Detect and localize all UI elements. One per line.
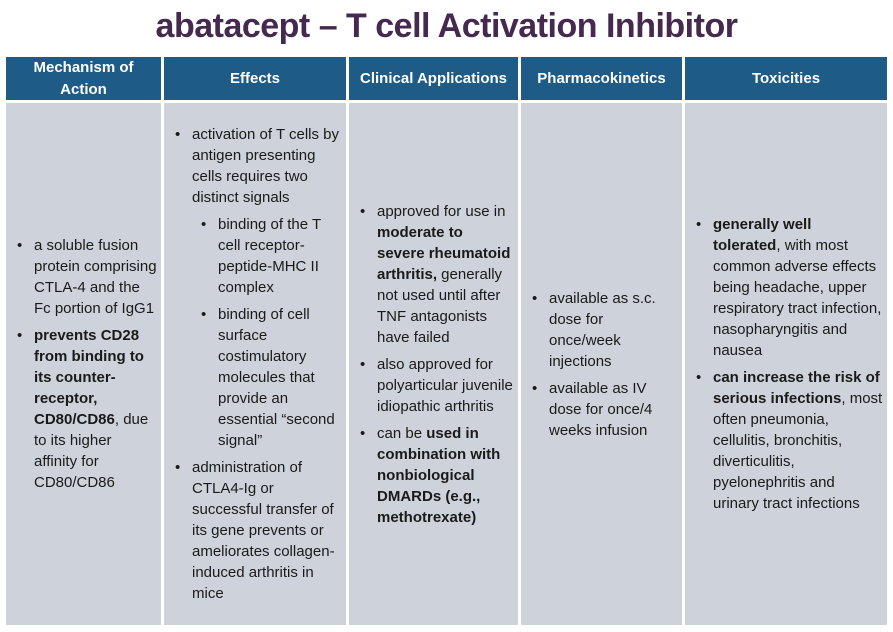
bullet-text: a soluble fusion protein comprising CTLA… xyxy=(34,237,157,317)
bullet-text: prevents CD28 from binding to its counte… xyxy=(34,327,149,491)
bullet-text: also approved for polyarticular juvenile… xyxy=(377,355,513,415)
column-header-pharmacokinetics: Pharmacokinetics xyxy=(521,57,682,100)
bullet-text: administration of CTLA4-Ig or successful… xyxy=(192,459,335,602)
bullet-text: approved for use in moderate to severe r… xyxy=(377,202,511,346)
bullet-item: • can increase the risk of serious infect… xyxy=(693,367,883,514)
bullet-text: available as s.c. dose for once/week inj… xyxy=(549,289,656,370)
bullet-icon: • xyxy=(360,424,366,442)
bullet-item: • also approved for polyarticular juvenil… xyxy=(357,354,514,417)
bullet-text: binding of the T cell receptor-peptide-M… xyxy=(218,216,321,296)
mechanism-of-action-list: • a soluble fusion protein comprising CTL… xyxy=(14,229,157,499)
bullet-icon: • xyxy=(532,289,538,307)
bullet-icon: • xyxy=(201,306,207,323)
cell-clinical-applications: • approved for use in moderate to severe … xyxy=(349,103,518,625)
bullet-item: • available as IV dose for once/4 weeks i… xyxy=(529,378,678,441)
bullet-item: • can be used in combination with nonbiol… xyxy=(357,423,514,528)
column-header-clinical-applications: Clinical Applications xyxy=(349,57,518,100)
column-header-effects: Effects xyxy=(164,57,346,100)
column-header-mechanism-of-action: Mechanism of Action xyxy=(6,57,161,100)
drug-info-table: Mechanism of Action Effects Clinical App… xyxy=(6,57,887,625)
bullet-text: activation of T cells by antigen present… xyxy=(192,126,340,206)
clinical-applications-list: • approved for use in moderate to severe … xyxy=(357,195,514,534)
bullet-icon: • xyxy=(696,369,702,386)
cell-effects: • activation of T cells by antigen presen… xyxy=(164,103,346,625)
bullet-text: can increase the risk of serious infecti… xyxy=(713,369,883,512)
bullet-item: • binding of cell surface costimulatory m… xyxy=(198,304,342,451)
bullet-text: binding of cell surface costimulatory mo… xyxy=(218,306,335,449)
bullet-item: • administration of CTLA4-Ig or successfu… xyxy=(172,457,342,604)
bullet-item: • available as s.c. dose for once/week in… xyxy=(529,288,678,372)
bullet-icon: • xyxy=(175,126,181,143)
bullet-item: • binding of the T cell receptor-peptide-… xyxy=(198,214,342,298)
bullet-icon: • xyxy=(360,355,366,373)
cell-mechanism-of-action: • a soluble fusion protein comprising CTL… xyxy=(6,103,161,625)
bullet-icon: • xyxy=(696,216,702,233)
cell-pharmacokinetics: • available as s.c. dose for once/week in… xyxy=(521,103,682,625)
effects-list: • activation of T cells by antigen presen… xyxy=(172,118,342,610)
bullet-icon: • xyxy=(532,379,538,397)
bullet-item: • a soluble fusion protein comprising CTL… xyxy=(14,235,157,319)
bullet-text: can be used in combination with nonbiolo… xyxy=(377,424,501,526)
bullet-icon: • xyxy=(17,237,23,254)
bullet-icon: • xyxy=(201,216,207,233)
bullet-text: generally well tolerated, with most comm… xyxy=(713,216,882,359)
bullet-icon: • xyxy=(360,202,366,220)
bullet-icon: • xyxy=(175,459,181,476)
cell-toxicities: • generally well tolerated, with most com… xyxy=(685,103,887,625)
bullet-text: available as IV dose for once/4 weeks in… xyxy=(549,379,653,439)
bullet-item: • activation of T cells by antigen presen… xyxy=(172,124,342,208)
page-title: abatacept – T cell Activation Inhibitor xyxy=(155,7,738,45)
toxicities-list: • generally well tolerated, with most com… xyxy=(693,208,883,520)
bullet-item: • generally well tolerated, with most com… xyxy=(693,214,883,361)
bullet-icon: • xyxy=(17,327,23,344)
bullet-item: • prevents CD28 from binding to its count… xyxy=(14,325,157,493)
pharmacokinetics-list: • available as s.c. dose for once/week in… xyxy=(529,282,678,447)
bullet-item: • approved for use in moderate to severe … xyxy=(357,201,514,348)
column-header-toxicities: Toxicities xyxy=(685,57,887,100)
